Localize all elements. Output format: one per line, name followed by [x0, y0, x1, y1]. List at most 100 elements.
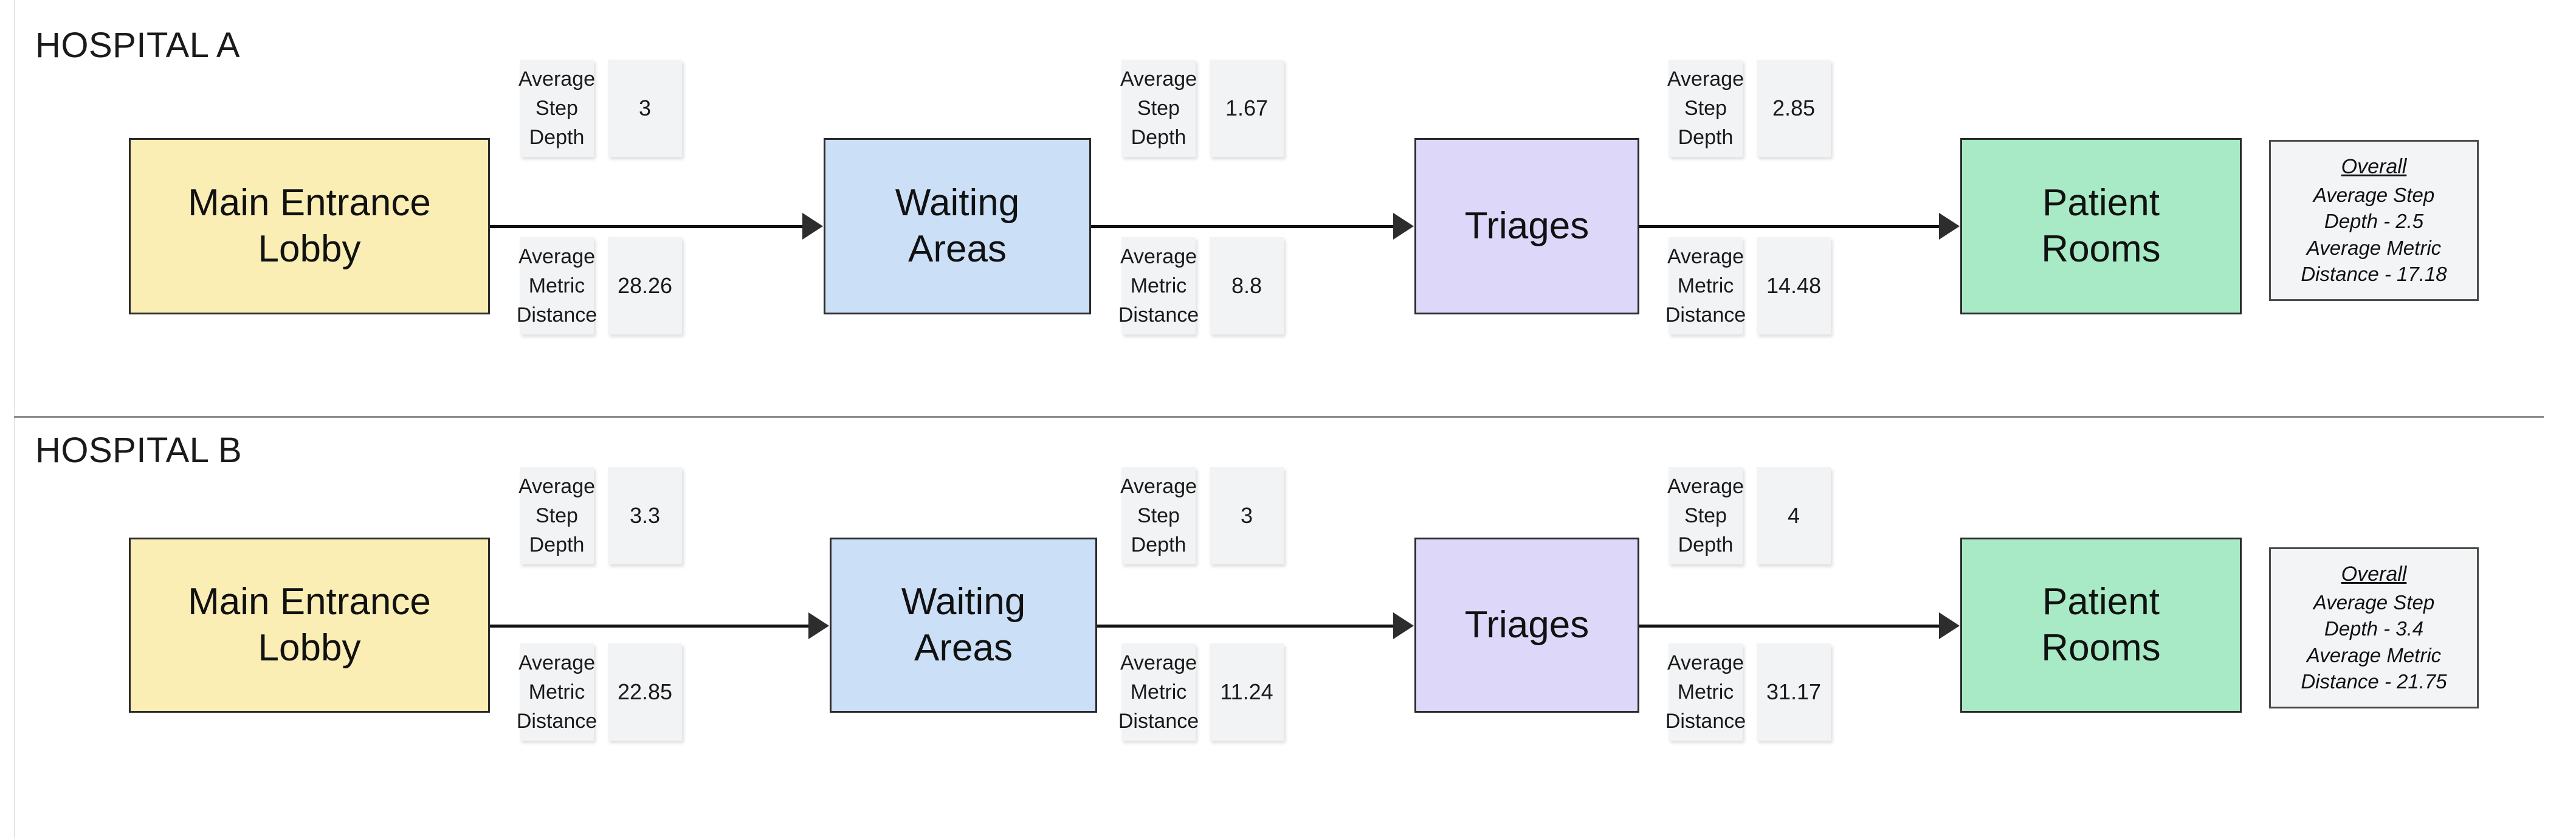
arrowhead-lobby-to-waiting-b	[808, 612, 829, 639]
metric-label-line1: Average	[1667, 67, 1744, 91]
metric-label-line3: Depth	[1678, 126, 1734, 150]
metric-label-line2: Step	[1137, 96, 1180, 120]
overall-step-depth-value-a: Depth - 2.5	[2324, 210, 2424, 233]
tile-label-metric-distance-a1: Average Metric Distance	[516, 237, 598, 334]
node-triages-b[interactable]: Triages	[1414, 538, 1639, 713]
node-label-line1: Waiting	[895, 182, 1020, 224]
arrowhead-waiting-to-triage-a	[1393, 213, 1414, 240]
overall-step-depth-label-b: Average Step	[2313, 590, 2435, 614]
tile-value-metric-distance-a3: 14.48	[1757, 237, 1831, 334]
connector-waiting-to-triage-a	[1091, 225, 1394, 228]
metric-label-line3: Depth	[1678, 533, 1734, 557]
metric-label-line3: Distance	[1665, 303, 1746, 327]
overall-summary-a: Overall Average Step Depth - 2.5 Average…	[2269, 140, 2479, 301]
metric-label-line1: Average	[1667, 474, 1744, 498]
metric-label-line1: Average	[1120, 474, 1197, 498]
node-waiting-areas-b[interactable]: Waiting Areas	[830, 538, 1097, 713]
metric-label-line3: Distance	[1118, 303, 1199, 327]
node-label-line2: Lobby	[258, 228, 361, 270]
tile-label-metric-distance-b3: Average Metric Distance	[1665, 643, 1746, 741]
metric-label-line2: Step	[1137, 504, 1180, 527]
connector-triage-to-rooms-b	[1639, 625, 1939, 628]
metric-label-line3: Depth	[529, 533, 585, 557]
tile-label-step-depth-a1: Average Step Depth	[518, 60, 595, 157]
metric-label-line2: Metric	[1677, 274, 1734, 297]
metric-label-line3: Depth	[529, 126, 585, 150]
tile-label-step-depth-b2: Average Step Depth	[1120, 467, 1197, 564]
section-title-hospital-a: HOSPITAL A	[35, 26, 240, 65]
metric-label-line2: Metric	[528, 680, 585, 704]
metric-label-line3: Distance	[1665, 710, 1746, 733]
node-label-line1: Waiting	[901, 581, 1026, 623]
metric-label-line1: Average	[1667, 651, 1744, 674]
overall-title-b: Overall	[2341, 562, 2407, 586]
tile-label-step-depth-a3: Average Step Depth	[1667, 60, 1744, 157]
tile-label-metric-distance-a3: Average Metric Distance	[1665, 237, 1746, 334]
tile-value-metric-distance-b1: 22.85	[608, 643, 682, 741]
overall-title-a: Overall	[2341, 154, 2407, 178]
tile-value-step-depth-b2: 3	[1210, 467, 1284, 564]
node-label-line2: Lobby	[258, 627, 361, 669]
node-main-entrance-lobby-a[interactable]: Main Entrance Lobby	[129, 138, 490, 314]
tile-value-step-depth-a1: 3	[608, 60, 682, 157]
metric-label-line1: Average	[518, 474, 596, 498]
node-patient-rooms-a[interactable]: Patient Rooms	[1960, 138, 2242, 314]
metric-label-line2: Metric	[1130, 680, 1187, 704]
node-label-line1: Main Entrance	[188, 182, 431, 224]
tile-value-step-depth-a2: 1.67	[1210, 60, 1284, 157]
tile-value-metric-distance-a2: 8.8	[1210, 237, 1284, 334]
connector-lobby-to-waiting-a	[490, 225, 804, 228]
metric-label-line2: Metric	[528, 274, 585, 297]
node-main-entrance-lobby-b[interactable]: Main Entrance Lobby	[129, 538, 490, 713]
tile-label-step-depth-b1: Average Step Depth	[518, 467, 596, 564]
arrowhead-lobby-to-waiting-a	[802, 213, 823, 240]
metric-label-line1: Average	[1120, 67, 1197, 91]
arrowhead-waiting-to-triage-b	[1393, 612, 1414, 639]
connector-lobby-to-waiting-b	[490, 625, 810, 628]
overall-metric-distance-label-a: Average Metric	[2306, 236, 2442, 259]
metric-label-line2: Metric	[1677, 680, 1734, 704]
tile-value-step-depth-b3: 4	[1757, 467, 1831, 564]
arrowhead-triage-to-rooms-b	[1939, 612, 1960, 639]
metric-label-line3: Distance	[1118, 710, 1199, 733]
node-label-line1: Patient	[2042, 182, 2160, 224]
connector-waiting-to-triage-b	[1097, 625, 1394, 628]
node-label-line2: Rooms	[2041, 228, 2161, 270]
tile-value-metric-distance-a1: 28.26	[608, 237, 682, 334]
overall-metric-distance-value-a: Distance - 17.18	[2301, 263, 2447, 286]
metric-label-line3: Distance	[516, 710, 598, 733]
tile-label-metric-distance-b1: Average Metric Distance	[516, 643, 598, 741]
overall-step-depth-value-b: Depth - 3.4	[2324, 617, 2424, 640]
metric-label-line2: Step	[1684, 96, 1727, 120]
tile-value-metric-distance-b3: 31.17	[1757, 643, 1831, 741]
tile-label-metric-distance-b2: Average Metric Distance	[1118, 643, 1199, 741]
overall-summary-b: Overall Average Step Depth - 3.4 Average…	[2269, 547, 2479, 708]
node-triages-a[interactable]: Triages	[1414, 138, 1639, 314]
node-patient-rooms-b[interactable]: Patient Rooms	[1960, 538, 2242, 713]
overall-step-depth-label-a: Average Step	[2313, 183, 2435, 206]
tile-value-metric-distance-b2: 11.24	[1210, 643, 1284, 741]
metric-label-line2: Step	[536, 504, 578, 527]
overall-metric-distance-label-b: Average Metric	[2306, 643, 2442, 667]
connector-triage-to-rooms-a	[1639, 225, 1939, 228]
section-title-hospital-b: HOSPITAL B	[35, 431, 243, 470]
section-divider	[14, 416, 2544, 418]
metric-label-line2: Metric	[1130, 274, 1187, 297]
metric-label-line1: Average	[1120, 651, 1197, 674]
metric-label-line3: Depth	[1131, 533, 1186, 557]
node-label-line2: Areas	[914, 627, 1013, 669]
node-label-line1: Triages	[1464, 205, 1589, 248]
arrowhead-triage-to-rooms-a	[1939, 213, 1960, 240]
node-label-line1: Triages	[1464, 604, 1589, 646]
tile-label-metric-distance-a2: Average Metric Distance	[1118, 237, 1199, 334]
tile-label-step-depth-a2: Average Step Depth	[1120, 60, 1197, 157]
node-label-line1: Patient	[2042, 581, 2160, 623]
node-waiting-areas-a[interactable]: Waiting Areas	[824, 138, 1091, 314]
tile-value-step-depth-a3: 2.85	[1757, 60, 1831, 157]
metric-label-line1: Average	[518, 244, 596, 268]
node-label-line2: Rooms	[2041, 627, 2161, 669]
metric-label-line3: Distance	[516, 303, 598, 327]
tile-label-step-depth-b3: Average Step Depth	[1667, 467, 1744, 564]
metric-label-line2: Step	[536, 96, 578, 120]
